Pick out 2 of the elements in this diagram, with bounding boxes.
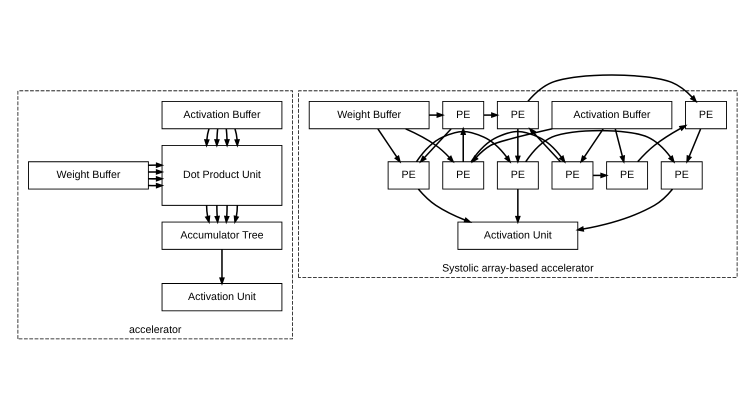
node-label: accelerator: [128, 324, 182, 336]
node-label: Systolic array-based accelerator: [442, 262, 594, 275]
